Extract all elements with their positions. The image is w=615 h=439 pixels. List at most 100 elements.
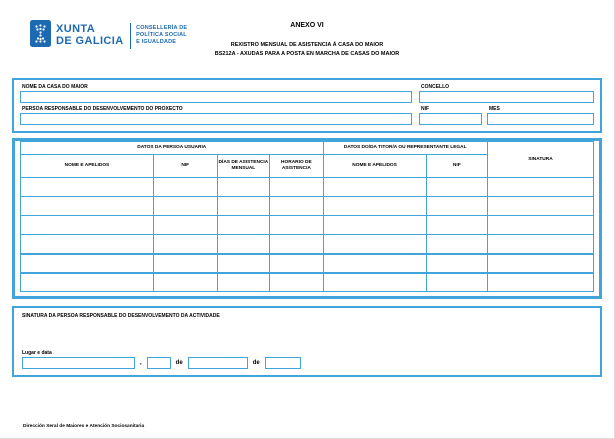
table-cell: [216, 215, 271, 235]
table-cell: [486, 252, 595, 273]
group-header-titor: DATOS DO/DA TITOR/A OU REPRESENTANTE LEG…: [322, 141, 488, 155]
column-header-dias: DÍAS DE ASISTENCIA MENSUAL: [216, 154, 271, 178]
table-cell: [425, 234, 488, 254]
table-cell: [216, 177, 271, 197]
table-row: [20, 234, 595, 254]
table-cell: [269, 271, 324, 292]
table-cell: [322, 271, 427, 292]
concello-label: CONCELLO: [421, 84, 450, 90]
table-cell: [20, 177, 154, 197]
table-cell: [486, 196, 595, 216]
table-cell: [216, 252, 271, 273]
table-row: [20, 215, 595, 235]
department-line2: POLÍTICA SOCIAL: [136, 32, 187, 38]
page-title: ANEXO VI: [290, 22, 324, 29]
table-row: [20, 271, 595, 292]
column-header-nif-titor: NIF: [425, 154, 488, 178]
nif-label: NIF: [421, 106, 430, 112]
header: XUNTA DE GALICIA CONSELLERÍA DE POLÍTICA…: [0, 0, 614, 72]
year-input[interactable]: [264, 357, 301, 369]
table-cell: [216, 271, 271, 292]
table-cell: [269, 196, 324, 216]
table-cell: [152, 215, 218, 235]
org-name-line2: DE GALICIA: [56, 34, 124, 47]
attendance-table-section: DATOS DA PERSOA USUARIA DATOS DO/DA TITO…: [12, 138, 602, 299]
logo-divider: [129, 23, 132, 49]
column-header-nif-usuaria: NIF: [152, 154, 218, 178]
date-area: Lugar e data , de de: [22, 350, 592, 369]
field-nif: NIF: [419, 106, 482, 125]
department-line1: CONSELLERÍA DE: [136, 25, 188, 31]
identification-section: NOME DA CASA DO MAIOR CONCELLO PERSOA RE…: [12, 78, 602, 133]
attendance-table: DATOS DA PERSOA USUARIA DATOS DO/DA TITO…: [20, 141, 595, 292]
table-cell: [322, 177, 427, 197]
persoa-responsable-label: PERSOA RESPONSABLE DO DESENVOLVEMENTO DO…: [22, 106, 183, 112]
table-cell: [152, 252, 218, 273]
table-cell: [20, 234, 154, 254]
table-cell: [269, 234, 324, 254]
identification-row-1: NOME DA CASA DO MAIOR CONCELLO: [20, 84, 594, 103]
group-header-row: DATOS DA PERSOA USUARIA DATOS DO/DA TITO…: [20, 141, 595, 178]
field-concello: CONCELLO: [419, 84, 594, 103]
table-cell: [20, 215, 154, 235]
table-cell: [322, 196, 427, 216]
mes-label: MES: [489, 106, 500, 112]
table-cell: [425, 177, 488, 197]
table-cell: [152, 234, 218, 254]
table-cell: [486, 271, 595, 292]
column-header-sinatura: SINATURA: [486, 141, 595, 178]
table-cell: [486, 234, 595, 254]
de-separator-2: de: [252, 360, 260, 366]
nome-casa-input[interactable]: [20, 91, 412, 103]
table-cell: [20, 252, 154, 273]
table-cell: [486, 177, 595, 197]
signature-section: SINATURA DA PERSOA RESPONSABLE DO DESENV…: [12, 306, 602, 377]
table-cell: [425, 271, 488, 292]
place-date-row: , de de: [22, 357, 592, 369]
concello-input[interactable]: [419, 91, 594, 103]
table-cell: [20, 196, 154, 216]
mes-input[interactable]: [487, 113, 594, 125]
field-persoa-responsable: PERSOA RESPONSABLE DO DESENVOLVEMENTO DO…: [20, 106, 412, 125]
column-header-nome-usuaria: NOME E APELIDOS: [20, 154, 154, 178]
table-cell: [486, 215, 595, 235]
table-cell: [152, 196, 218, 216]
form-title-line2: BS212A - AXUDAS PARA A POSTA EN MARCHA D…: [214, 51, 400, 57]
xunta-logo: XUNTA DE GALICIA CONSELLERÍA DE POLÍTICA…: [30, 20, 187, 49]
form-title-line1: REXISTRO MENSUAL DE ASISTENCIA Á CASA DO…: [230, 42, 384, 48]
identification-row-2: PERSOA RESPONSABLE DO DESENVOLVEMENTO DO…: [20, 106, 594, 125]
department-name: CONSELLERÍA DE POLÍTICA SOCIAL E IGUALDA…: [136, 25, 187, 46]
table-cell: [269, 252, 324, 273]
table-cell: [322, 234, 427, 254]
org-name-line1: XUNTA: [56, 23, 96, 35]
column-header-nome-titor: NOME E APELIDOS: [322, 154, 427, 178]
de-separator-1: de: [175, 360, 183, 366]
table-cell: [20, 271, 154, 292]
day-input[interactable]: [146, 357, 171, 369]
persoa-responsable-input[interactable]: [20, 113, 412, 125]
table-cell: [216, 196, 271, 216]
department-line3: E IGUALDADE: [136, 39, 177, 45]
table-cell: [269, 215, 324, 235]
place-input[interactable]: [22, 357, 135, 369]
org-name: XUNTA DE GALICIA: [56, 23, 124, 47]
nome-casa-label: NOME DA CASA DO MAIOR: [22, 84, 88, 90]
field-mes: MES: [487, 106, 594, 125]
table-cell: [269, 177, 324, 197]
group-header-persoa-usuaria: DATOS DA PERSOA USUARIA: [20, 141, 324, 155]
xunta-emblem-icon: [30, 20, 51, 47]
table-cell: [322, 252, 427, 273]
table-cell: [322, 215, 427, 235]
field-nome-casa: NOME DA CASA DO MAIOR: [20, 84, 412, 103]
table-cell: [425, 196, 488, 216]
signature-label: SINATURA DA PERSOA RESPONSABLE DO DESENV…: [22, 313, 220, 319]
comma-separator: ,: [140, 360, 142, 366]
table-cell: [152, 177, 218, 197]
nif-input[interactable]: [419, 113, 482, 125]
month-input[interactable]: [187, 357, 248, 369]
footer-text: Dirección Xeral de Maiores e Atención So…: [23, 424, 145, 429]
table-cell: [216, 234, 271, 254]
table-cell: [152, 271, 218, 292]
column-header-horario: HORARIO DE ASISTENCIA: [269, 154, 324, 178]
